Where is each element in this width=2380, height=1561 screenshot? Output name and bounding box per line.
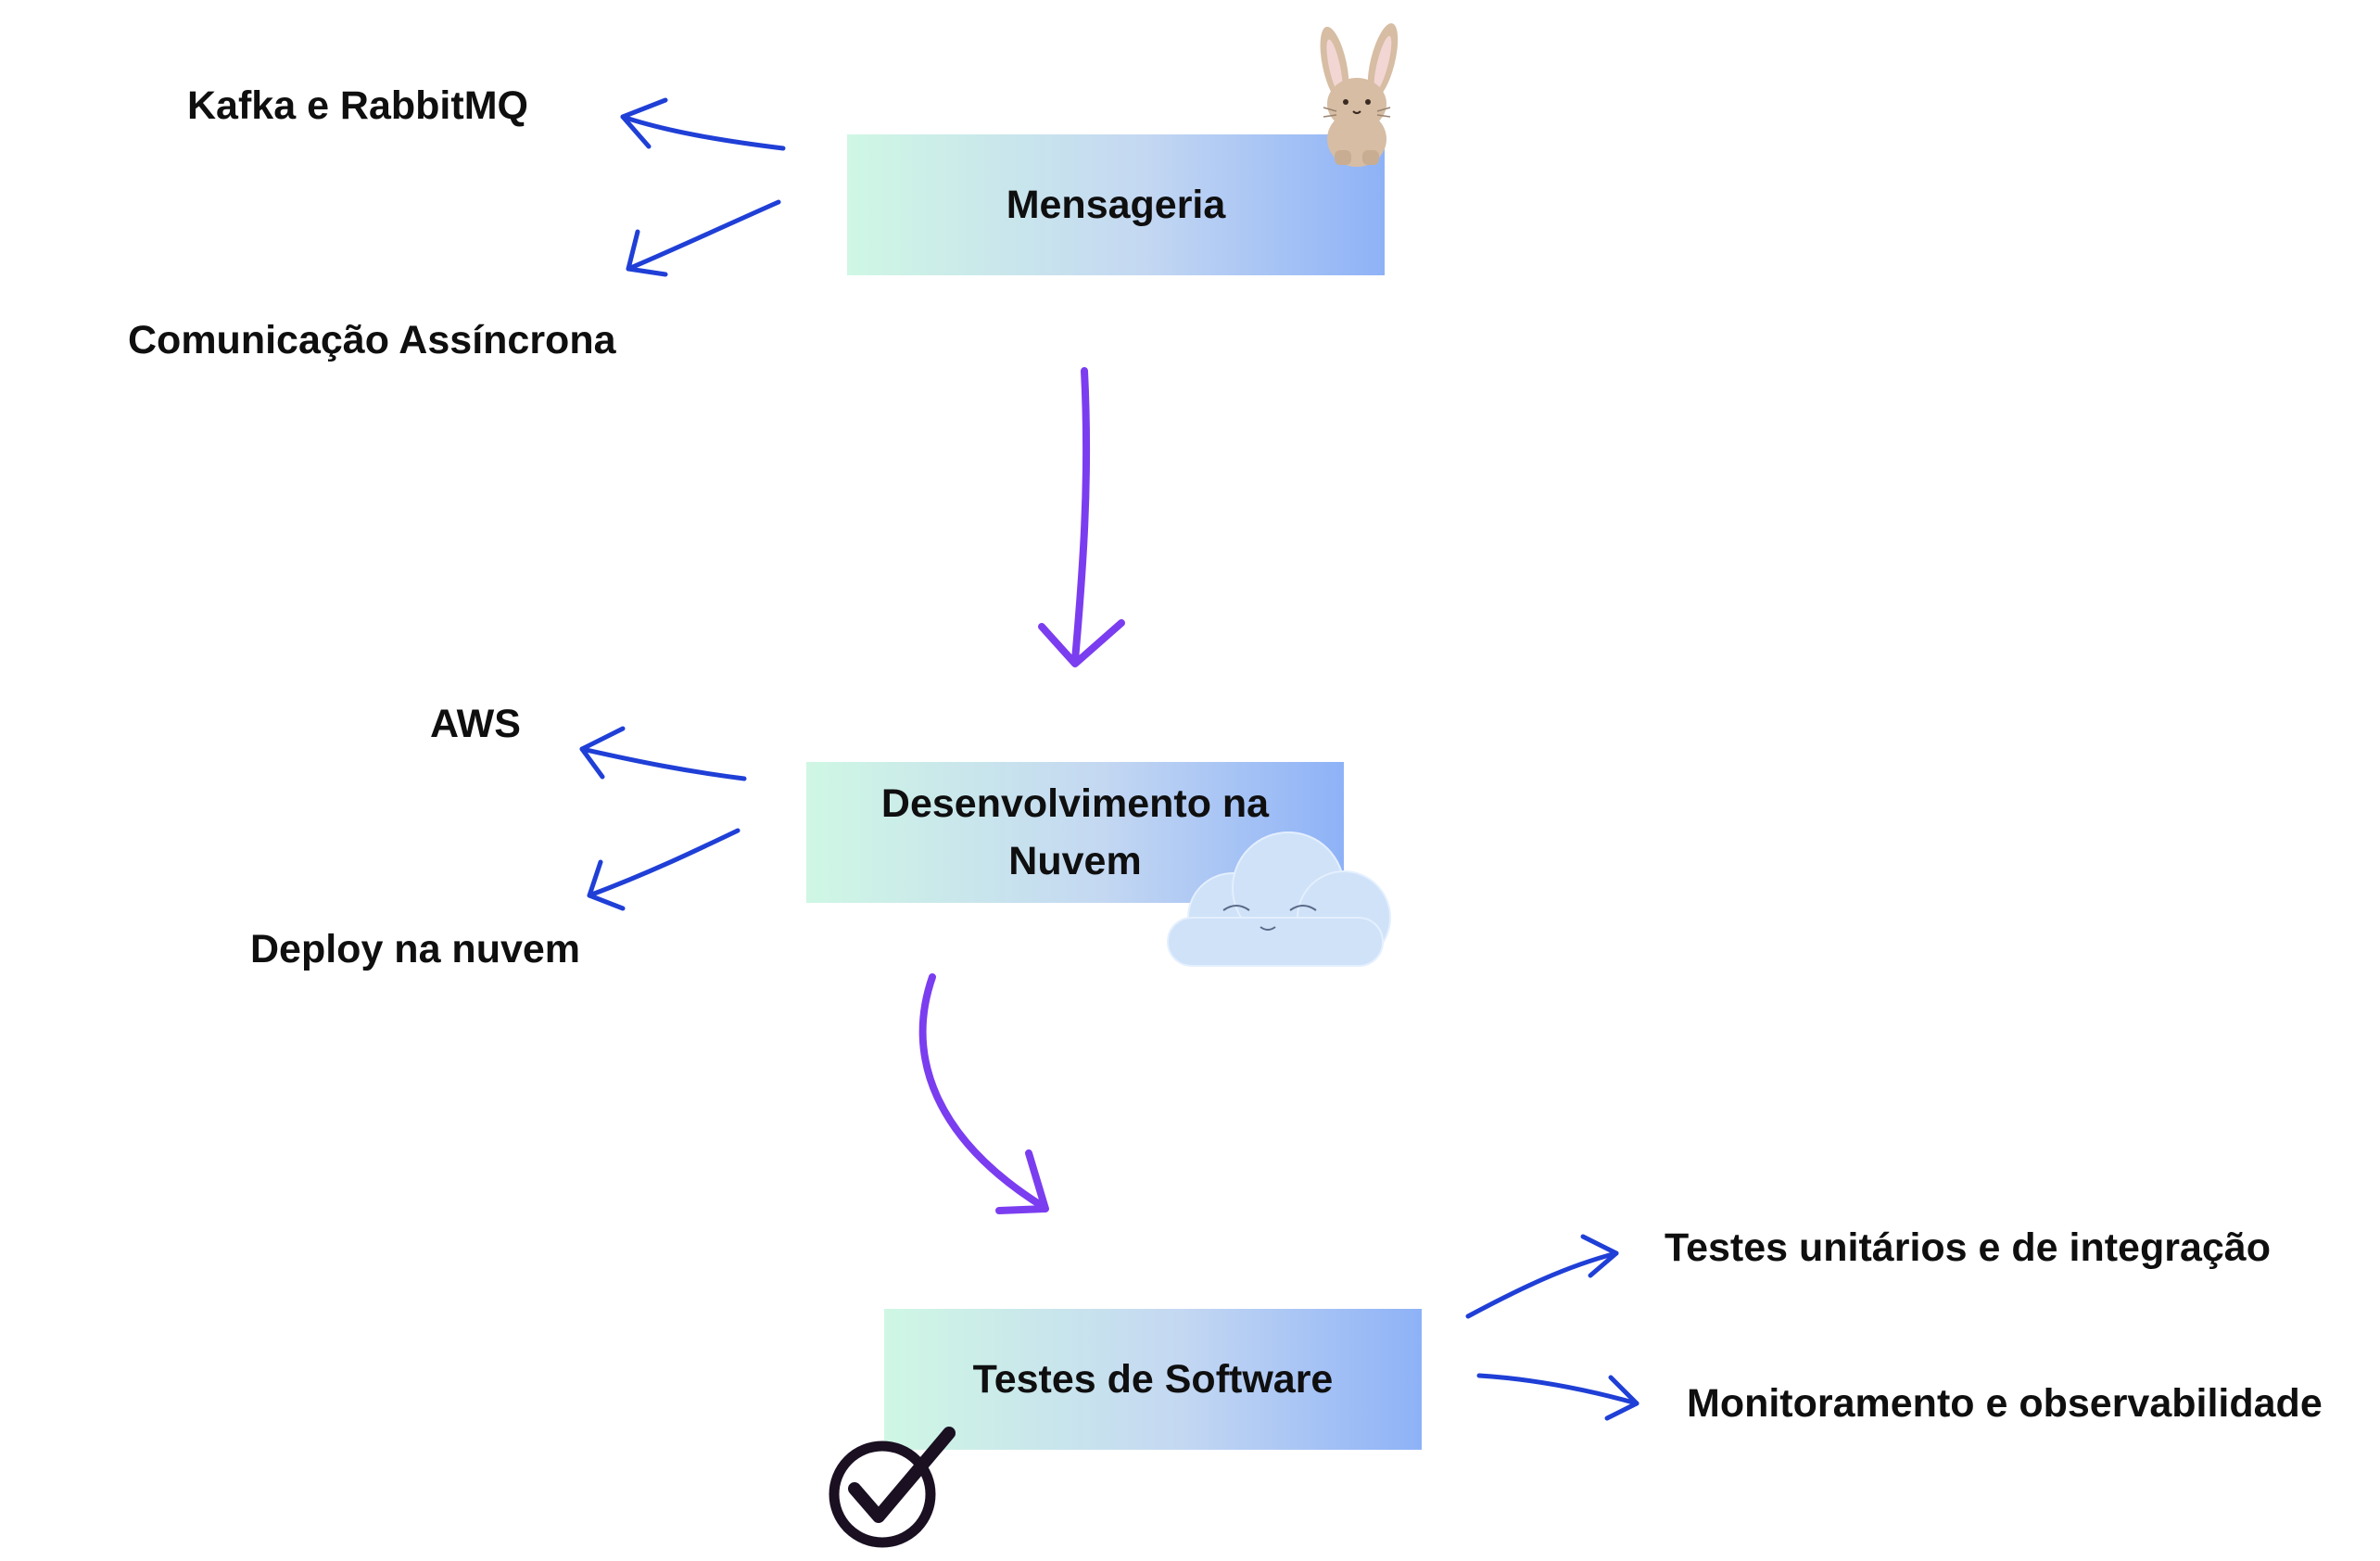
arrow-to-testes-unitarios	[1465, 1234, 1619, 1319]
branch-kafka-rabbitmq: Kafka e RabbitMQ	[187, 83, 528, 128]
node-testes-software: Testes de Software	[884, 1309, 1422, 1450]
branch-aws: AWS	[430, 702, 521, 746]
branch-monitoramento: Monitoramento e observabilidade	[1687, 1381, 2323, 1426]
branch-comunicacao-assincrona: Comunicação Assíncrona	[128, 318, 616, 362]
arrow-to-aws	[579, 726, 747, 781]
arrow-to-kafka	[620, 97, 786, 151]
node-nuvem-label-line2: Nuvem	[1008, 839, 1142, 883]
node-testes-label: Testes de Software	[972, 1356, 1334, 1402]
branch-testes-unitarios: Testes unitários e de integração	[1665, 1225, 2271, 1270]
arrow-to-comunicacao	[626, 199, 781, 277]
flow-arrow-mensageria-to-nuvem	[1038, 367, 1125, 667]
node-mensageria-label: Mensageria	[1006, 182, 1226, 227]
branch-deploy-nuvem: Deploy na nuvem	[250, 927, 581, 971]
arrow-to-monitoramento	[1476, 1373, 1639, 1421]
flow-arrow-nuvem-to-testes	[918, 973, 1049, 1214]
node-nuvem-label-line1: Desenvolvimento na	[880, 780, 1270, 826]
arrow-to-deploy	[587, 828, 741, 911]
node-mensageria: Mensageria	[847, 134, 1385, 275]
